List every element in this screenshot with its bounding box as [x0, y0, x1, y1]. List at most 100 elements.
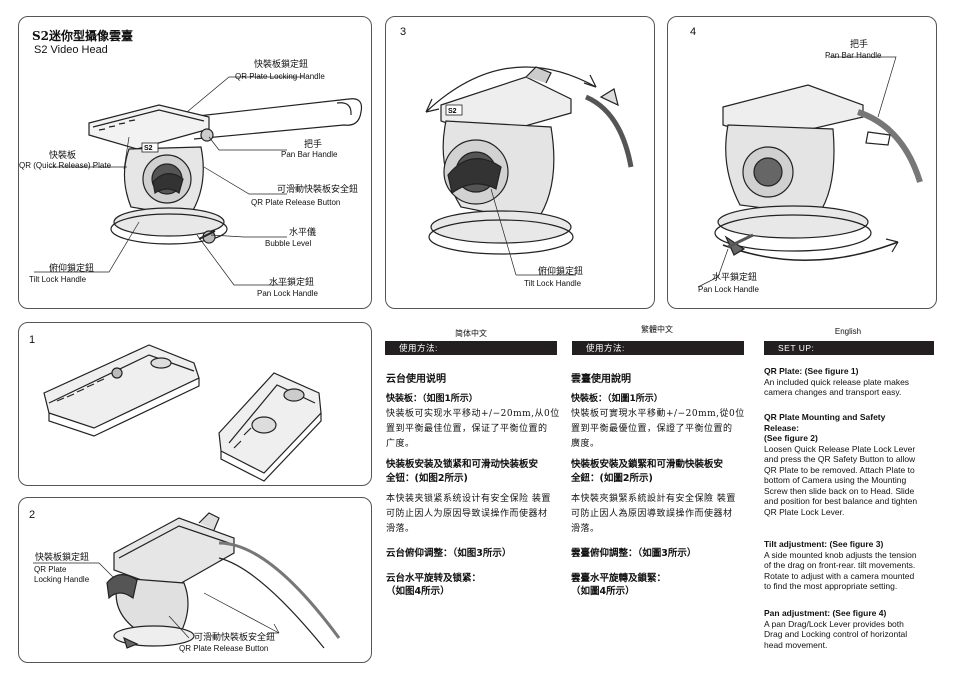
- s2-line: QR Plate to be removed. Attach Plate to: [764, 464, 915, 475]
- s3-line: A side mounted knob adjusts the tension: [764, 549, 917, 560]
- s4-line: A pan Drag/Lock Lever provides both: [764, 618, 904, 629]
- s2-line: and press the QR Safety Button to allow: [764, 454, 916, 464]
- p1-line: 快裝板可實現水平移動+/−20mm,從0位: [571, 409, 745, 419]
- col-simplified-h1: 云台使用说明: [386, 374, 446, 385]
- col-simplified-p2: 本快装夹锁紧系统设计有安全保险 装置 可防止因人为原因导致误操作而使器材 滑落。: [386, 492, 551, 537]
- col-simplified-p1: 快装板可实现水平移动+/−20mm,从0位 置到平衡最佳位置，保证了平衡位置的 …: [386, 407, 560, 452]
- qr-lock-label-cn: 快裝板鎖定鈕: [254, 60, 309, 70]
- p1-line: 快装板可实现水平移动+/−20mm,从0位: [386, 409, 560, 419]
- figure-1-panel: 1: [18, 322, 372, 486]
- col-traditional-header: 繁體中文: [641, 325, 673, 334]
- p2-line: 可防止因人为原因导致误操作而使器材: [386, 509, 548, 519]
- p1-line: 置到平衡最優位置，保證了平衡位置的: [571, 424, 733, 434]
- video-head-illustration: S2: [34, 76, 363, 286]
- col-english-s1: QR Plate: (See figure 1) An included qui…: [764, 366, 909, 398]
- col-english-bar: SET UP:: [764, 341, 934, 355]
- figure-2-number: 2: [29, 509, 36, 521]
- fig3-label-cn: 俯仰鎖定鈕: [538, 267, 584, 277]
- col-english-s2: QR Plate Mounting and Safety Release: (S…: [764, 412, 917, 517]
- col-english-s4: Pan adjustment: (See figure 4) A pan Dra…: [764, 608, 907, 650]
- fig4-bar-en: Pan Bar Handle: [825, 51, 882, 60]
- h3-line: 全钮：(如图2所示): [386, 473, 468, 484]
- qr-plates-illustration: [43, 344, 322, 482]
- fig2-lock-en-2: Locking Handle: [34, 575, 90, 584]
- p2-line: 本快裝夾鎖緊系統設計有安全保險 裝置: [571, 494, 736, 504]
- h5-line: 雲臺水平旋轉及鎖緊：: [571, 573, 667, 584]
- p2-line: 可防止因人為原因導致誤操作而使器材: [571, 509, 733, 519]
- col-traditional-h3: 快裝板安裝及鎖緊和可滑動快裝板安 全鈕：(如圖2所示): [571, 458, 723, 486]
- col-simplified-bar: 使用方法:: [385, 341, 557, 355]
- s2-title: (See figure 2): [764, 433, 818, 443]
- figure-3-panel: 3 S2 俯仰鎖定鈕 Tilt Lock Handle: [385, 16, 655, 309]
- col-english-header: English: [834, 327, 862, 336]
- qr-release-label-cn: 可滑動快裝板安全鈕: [277, 185, 359, 195]
- fig3-label-en: Tilt Lock Handle: [524, 279, 582, 288]
- h5-line: （如圖4所示）: [571, 586, 635, 597]
- p1-line: 置到平衡最佳位置，保证了平衡位置的: [386, 424, 548, 434]
- s1-line: camera changes and transport easy.: [764, 387, 902, 397]
- s3-line: to find the most appropriate setting.: [764, 581, 898, 591]
- s3-line: Rotate to adjust with a camera mounted: [764, 570, 915, 581]
- fig2-release-en: QR Plate Release Button: [179, 644, 269, 653]
- col-traditional-h2: 快裝板：（如圖1所示）: [571, 394, 663, 404]
- fig2-release-cn: 可滑動快裝板安全鈕: [194, 633, 276, 643]
- h5-line: 云台水平旋转及锁紧：: [386, 573, 482, 584]
- h5-line: （如图4所示）: [386, 586, 450, 597]
- pan-bar-label-en: Pan Bar Handle: [281, 150, 338, 159]
- col-simplified-h5: 云台水平旋转及锁紧： （如图4所示）: [386, 572, 481, 598]
- fig4-bar-cn: 把手: [850, 40, 869, 50]
- tilt-lock-label-cn: 俯仰鎖定鈕: [49, 264, 95, 274]
- col-traditional-p2: 本快裝夾鎖緊系統設計有安全保險 裝置 可防止因人為原因導致誤操作而使器材 滑落。: [571, 492, 736, 537]
- qr-release-label-en: QR Plate Release Button: [251, 198, 341, 207]
- figure-1-number: 1: [29, 334, 36, 346]
- bubble-label-en: Bubble Level: [265, 239, 312, 248]
- s2-line: Loosen Quick Release Plate Lock Lever: [764, 443, 916, 454]
- tilt-illustration: S2: [425, 66, 634, 276]
- figure-2-panel: 2 快裝板鎖定鈕 QR Plate Locking Handle 可滑動快裝板安…: [18, 497, 372, 663]
- qr-plate-label-cn: 快裝板: [49, 151, 77, 161]
- s1-line: An included quick release plate makes: [764, 376, 910, 387]
- title-en: S2 Video Head: [34, 44, 108, 56]
- s2-line: QR Plate Lock Lever.: [764, 506, 845, 517]
- p2-line: 滑落。: [386, 524, 415, 534]
- col-traditional-h5: 雲臺水平旋轉及鎖緊： （如圖4所示）: [571, 572, 666, 598]
- qr-plate-label-en: QR (Quick Release) Plate: [19, 161, 112, 170]
- col-simplified-header: 简体中文: [455, 329, 487, 338]
- col-simplified-h4: 云台俯仰调整：（如图3所示）: [386, 548, 512, 559]
- fig2-lock-cn: 快裝板鎖定鈕: [35, 553, 90, 563]
- pan-bar-label-cn: 把手: [304, 140, 323, 150]
- col-simplified-h3: 快装板安装及锁紧和可滑动快装板安 全钮：(如图2所示): [386, 458, 538, 486]
- h3-line: 快裝板安裝及鎖緊和可滑動快裝板安: [571, 459, 724, 470]
- head-badge: S2: [144, 145, 153, 152]
- col-english-s3: Tilt adjustment: (See figure 3) A side m…: [764, 539, 917, 592]
- p2-line: 本快装夹锁紧系统设计有安全保险 装置: [386, 494, 551, 504]
- s2-line: bottom of Camera using the Mounting: [764, 475, 907, 485]
- s3-line: of the drag on front-rear. tilt movement…: [764, 560, 916, 570]
- col-traditional-h1: 雲臺使用說明: [571, 374, 631, 385]
- tilt-lock-label-en: Tilt Lock Handle: [29, 275, 87, 284]
- s2-title: Release:: [764, 422, 799, 433]
- col-traditional-h4: 雲臺俯仰調整：（如圖3所示）: [571, 548, 697, 559]
- s3-title: Tilt adjustment: (See figure 3): [764, 539, 884, 549]
- fig4-lock-cn: 水平鎖定鈕: [712, 273, 758, 283]
- figure-4-number: 4: [690, 26, 697, 38]
- h3-line: 全鈕：(如圖2所示): [571, 473, 653, 484]
- s4-line: Drag and Locking control of horizontal: [764, 629, 908, 639]
- col-traditional-bar: 使用方法:: [572, 341, 744, 355]
- qr-lock-label-en: QR Plate Locking Handle: [235, 72, 325, 81]
- title-cn: S2迷你型攝像雲臺: [32, 29, 134, 43]
- fig4-lock-en: Pan Lock Handle: [698, 285, 759, 294]
- figure-main-panel: S2 S2迷你型攝像雲臺 S2 Video Head 快裝板鎖定鈕 QR Pla…: [18, 16, 372, 309]
- p1-line: 廣度。: [571, 439, 600, 449]
- bubble-label-cn: 水平儀: [289, 228, 317, 238]
- p1-line: 广度。: [386, 439, 415, 449]
- pan-lock-label-cn: 水平鎖定鈕: [269, 278, 315, 288]
- s1-title: QR Plate: (See figure 1): [764, 366, 859, 376]
- figure-4-panel: 4 把手 Pan Bar Handle 水平鎖定鈕 Pan Lock Handl…: [667, 16, 937, 309]
- s4-title: Pan adjustment: (See figure 4): [764, 608, 887, 618]
- qr-mount-illustration: [33, 512, 341, 649]
- s2-line: Screw then slide back on to Head. Slide: [764, 485, 915, 496]
- col-simplified-h2: 快装板：（如图1所示）: [386, 394, 478, 404]
- col-traditional-p1: 快裝板可實現水平移動+/−20mm,從0位 置到平衡最優位置，保證了平衡位置的 …: [571, 407, 745, 452]
- s2-title: QR Plate Mounting and Safety: [764, 412, 886, 422]
